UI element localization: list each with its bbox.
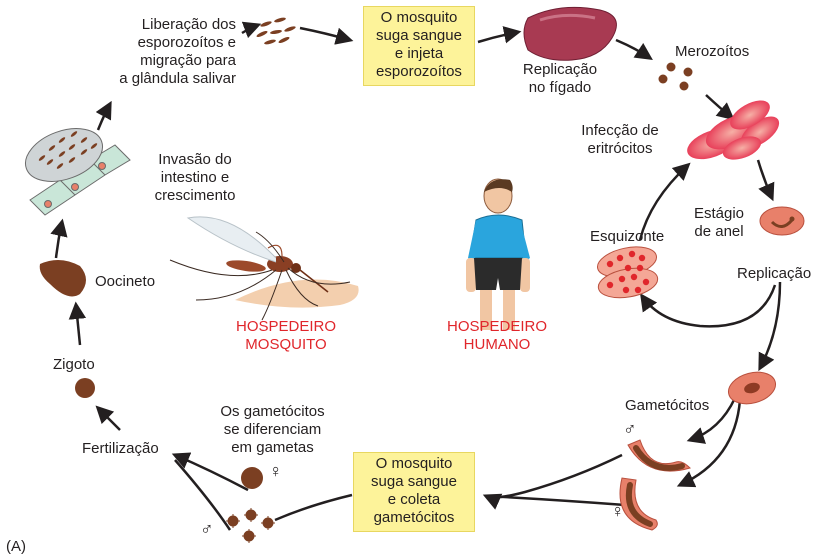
label-male-gametocyte-symbol: ♂ — [623, 419, 637, 439]
mosquito-gut-oocyst — [25, 128, 131, 216]
box-mosquito-injects: O mosquito suga sangue e injeta esporozo… — [363, 6, 475, 86]
label-hospedeiro-humano: HOSPEDEIRO HUMANO — [446, 318, 548, 353]
arrow-replication-loop — [640, 284, 777, 328]
male-gametes — [226, 508, 275, 543]
label-infeccao: Infecção de eritrócitos — [581, 122, 659, 157]
arrow-gametocyte-branch-2 — [676, 399, 742, 488]
panel-label: (A) — [6, 538, 26, 555]
label-oocineto: Oocineto — [95, 273, 156, 290]
gametocyte-cell — [727, 371, 777, 405]
arrow-zygote-to-ookinete — [68, 301, 87, 346]
label-hospedeiro-mosquito: HOSPEDEIRO MOSQUITO — [235, 318, 337, 353]
label-esquizonte: Esquizonte — [590, 228, 665, 245]
zygote — [75, 378, 95, 398]
human-figure — [466, 178, 530, 330]
label-replicacao: Replicação — [737, 265, 812, 282]
label-invasao: Invasão do intestino e crescimento — [154, 151, 236, 204]
box-mosquito-collects: O mosquito suga sangue e coleta gametóci… — [353, 452, 475, 532]
label-zigoto: Zigoto — [53, 356, 95, 373]
ring-stage-cell — [759, 206, 805, 236]
arrow-bite-to-liver — [477, 26, 522, 44]
arrow-box-to-gametes — [274, 493, 353, 522]
label-female-gametocyte-symbol: ♀ — [611, 501, 625, 521]
arrow-ookinete-to-gut — [50, 218, 68, 259]
arrow-gut-to-release — [95, 100, 112, 131]
label-male-gamete-symbol: ♂ — [200, 519, 214, 539]
label-gametocitos-diferenciam: Os gametócitos se diferenciam em gametas — [220, 403, 325, 456]
infected-erythrocytes — [687, 100, 780, 160]
cycle-arrows — [50, 21, 782, 531]
label-female-gamete-symbol: ♀ — [269, 461, 283, 481]
sporozoites — [256, 17, 296, 45]
liver-illustration — [523, 6, 617, 61]
arrow-merozoites-to-rbc — [705, 94, 735, 121]
mosquito-illustration — [169, 216, 359, 321]
arrow-liver-to-merozoites — [615, 38, 653, 60]
label-estagio-anel: Estágio de anel — [693, 205, 745, 240]
label-merozoitos: Merozoítos — [675, 43, 750, 60]
arrow-female-to-box — [485, 494, 626, 507]
arrow-sporozoites-to-bite — [299, 26, 354, 45]
label-gametocitos: Gametócitos — [625, 397, 710, 414]
arrow-gametocyte-branch-1 — [686, 397, 737, 444]
arrow-fertilization-to-zygote — [95, 405, 121, 431]
arrow-male-to-box — [482, 453, 623, 510]
merozoites — [658, 62, 693, 91]
arrow-schizont-to-infection — [638, 162, 691, 241]
label-replicacao-figado: Replicação no fígado — [522, 61, 598, 96]
arrow-gametes-lower — [174, 459, 232, 531]
male-gametocyte — [627, 439, 691, 472]
female-gametocyte — [619, 477, 658, 531]
arrow-rbc-to-ring — [756, 159, 775, 202]
label-liberacao: Liberação dos esporozoítos e migração pa… — [119, 16, 236, 87]
schizont-cells — [597, 246, 659, 299]
arrow-gametes-to-fertilization — [171, 452, 249, 492]
female-gamete — [241, 467, 263, 489]
arrow-replication-to-gametocyte — [758, 281, 782, 372]
label-fertilizacao: Fertilização — [82, 440, 159, 457]
arrow-spores-to-sporozoites — [241, 21, 262, 39]
ookinete — [39, 259, 86, 297]
